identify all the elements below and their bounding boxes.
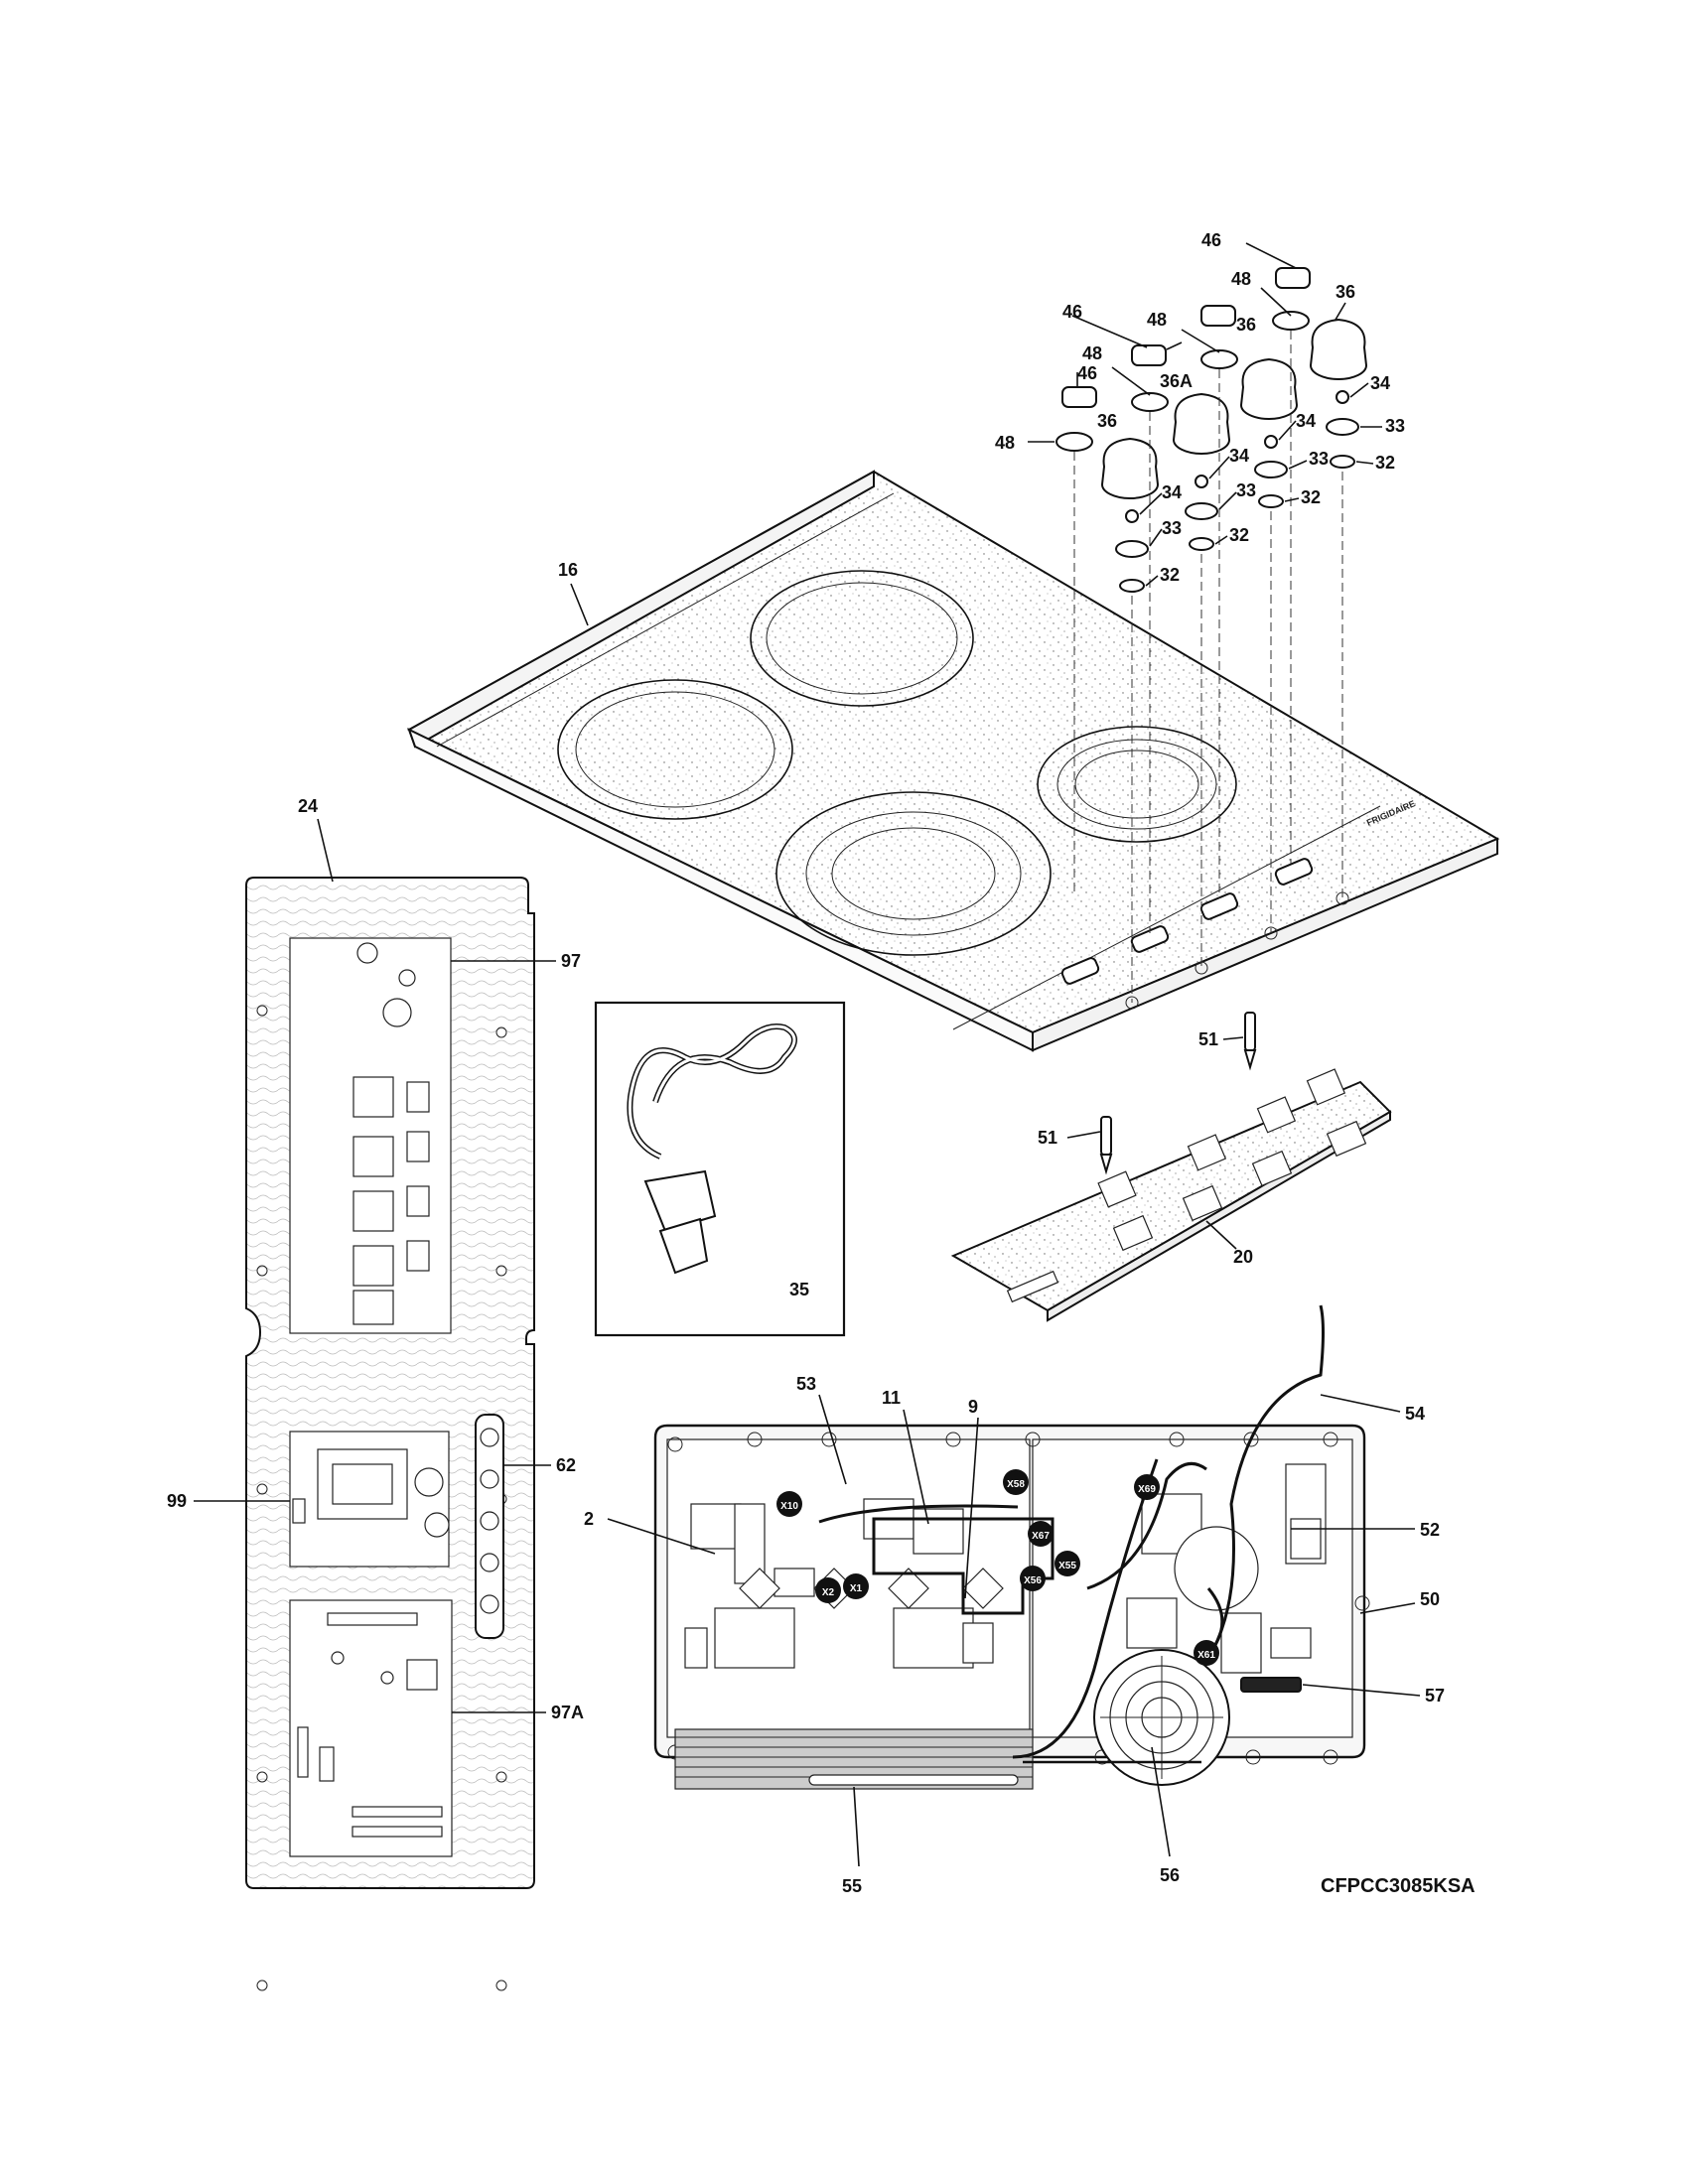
callout-36-right: 36 bbox=[1336, 282, 1355, 302]
callout-2: 2 bbox=[584, 1509, 594, 1529]
callout-33-d: 33 bbox=[1385, 416, 1405, 436]
connector-X2: X2 bbox=[822, 1587, 835, 1598]
heatsink bbox=[674, 1728, 1034, 1790]
user-interface-board bbox=[950, 1068, 1392, 1322]
connector-X55: X55 bbox=[1058, 1561, 1076, 1571]
cooling-fan bbox=[1093, 1649, 1230, 1786]
callout-51-right: 51 bbox=[1198, 1029, 1218, 1049]
callout-36A: 36A bbox=[1160, 371, 1193, 391]
callout-97: 97 bbox=[561, 951, 581, 971]
callout-55: 55 bbox=[842, 1876, 862, 1896]
callout-97A: 97A bbox=[551, 1703, 584, 1722]
callout-46-mid: 46 bbox=[1062, 302, 1082, 322]
connector-badges: X10 X58 X67 X55 X56 X69 X2 X1 X61 bbox=[776, 1469, 1219, 1666]
mounting-pin-left bbox=[1099, 1116, 1113, 1175]
callout-48-top: 48 bbox=[1231, 269, 1251, 289]
callout-50: 50 bbox=[1420, 1589, 1440, 1609]
knob-stack-3 bbox=[1200, 305, 1299, 933]
callout-48-right: 48 bbox=[1082, 343, 1102, 363]
callout-46-left: 46 bbox=[1077, 363, 1097, 383]
callout-52: 52 bbox=[1420, 1520, 1440, 1540]
callout-9: 9 bbox=[968, 1397, 978, 1417]
knob-stack-4 bbox=[1272, 267, 1368, 898]
callout-32-d: 32 bbox=[1375, 453, 1395, 473]
callout-20: 20 bbox=[1233, 1247, 1253, 1267]
callout-51-left: 51 bbox=[1038, 1128, 1057, 1148]
callout-34-a: 34 bbox=[1162, 482, 1182, 502]
knob-stack-2 bbox=[1131, 344, 1231, 968]
connector-X1: X1 bbox=[850, 1583, 863, 1594]
cooking-zone-front-left bbox=[775, 791, 1052, 956]
callout-33-c: 33 bbox=[1309, 449, 1329, 469]
model-number: CFPCC3085KSA bbox=[1321, 1875, 1476, 1897]
callout-34-c: 34 bbox=[1296, 411, 1316, 431]
connector-X58: X58 bbox=[1007, 1479, 1025, 1490]
callout-32-a: 32 bbox=[1160, 565, 1180, 585]
cooktop-glass: FRIGIDAIRE bbox=[406, 470, 1500, 1052]
mounting-pin-right bbox=[1243, 1012, 1257, 1071]
connector-X56: X56 bbox=[1024, 1575, 1042, 1586]
callout-24: 24 bbox=[298, 796, 318, 816]
callout-48-mid: 48 bbox=[1147, 310, 1167, 330]
cooking-zone-front-right bbox=[1037, 726, 1237, 843]
connector-X61: X61 bbox=[1197, 1650, 1215, 1661]
callout-57: 57 bbox=[1425, 1686, 1445, 1706]
terminal-block bbox=[475, 1414, 504, 1639]
callout-32-b: 32 bbox=[1229, 525, 1249, 545]
callout-35: 35 bbox=[789, 1280, 809, 1299]
callout-33-a: 33 bbox=[1162, 518, 1182, 538]
callout-54: 54 bbox=[1405, 1404, 1425, 1424]
cooking-zone-rear-right bbox=[750, 570, 974, 707]
fan-connector bbox=[1240, 1677, 1302, 1693]
power-board bbox=[289, 1599, 453, 1857]
relay-board bbox=[289, 937, 452, 1334]
connector-X69: X69 bbox=[1138, 1484, 1156, 1495]
wire-harnesses bbox=[818, 1304, 1325, 1764]
callout-46-top: 46 bbox=[1201, 230, 1221, 250]
knob-stack-1 bbox=[1055, 386, 1160, 1003]
callout-11: 11 bbox=[882, 1388, 901, 1408]
callout-16: 16 bbox=[558, 560, 578, 580]
connector-X67: X67 bbox=[1032, 1531, 1050, 1542]
connector-X10: X10 bbox=[780, 1501, 798, 1512]
induction-pcb-right bbox=[1126, 1463, 1327, 1674]
callout-62: 62 bbox=[556, 1455, 576, 1475]
callout-34-b: 34 bbox=[1229, 446, 1249, 466]
callout-36-mid: 36 bbox=[1236, 315, 1256, 335]
callout-56: 56 bbox=[1160, 1865, 1180, 1885]
callout-33-b: 33 bbox=[1236, 480, 1256, 500]
callout-53: 53 bbox=[796, 1374, 816, 1394]
callout-32-c: 32 bbox=[1301, 487, 1321, 507]
inset-wire-clip bbox=[594, 1001, 846, 1337]
callout-36-left: 36 bbox=[1097, 411, 1117, 431]
cooking-zone-rear-left bbox=[557, 679, 793, 820]
callout-99: 99 bbox=[167, 1491, 187, 1511]
transformer-board bbox=[289, 1431, 450, 1568]
callout-34-d: 34 bbox=[1370, 373, 1390, 393]
callout-48-left: 48 bbox=[995, 433, 1015, 453]
